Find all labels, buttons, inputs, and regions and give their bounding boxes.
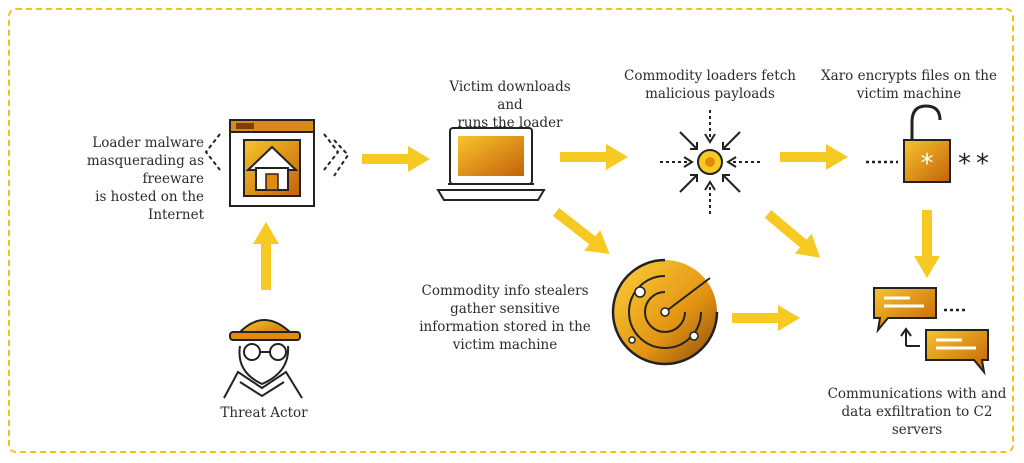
laptop-icon — [436, 127, 546, 201]
label-victim-downloads: Victim downloads and runs the loader — [449, 79, 571, 131]
label-commodity-loaders: Commodity loaders fetch malicious payloa… — [624, 68, 796, 102]
arrow-radar-to-chat — [732, 305, 800, 331]
arrow-website-to-laptop — [362, 146, 430, 172]
arrow-payload-to-lock — [780, 144, 848, 170]
svg-text:*: * — [976, 149, 989, 179]
arrow-threat-to-website — [253, 222, 279, 290]
label-info-stealers: Commodity info stealers gather sensitive… — [419, 283, 591, 353]
arrow-lock-to-chat — [914, 210, 940, 278]
unlocked-padlock-icon: * * * — [866, 104, 989, 183]
dashed-border-frame — [8, 8, 1014, 453]
label-threat-actor: Threat Actor — [220, 405, 308, 421]
website-chevrons — [204, 133, 350, 177]
svg-text:*: * — [958, 149, 971, 179]
arrow-laptop-to-radar — [552, 208, 610, 254]
flow-arrows — [253, 144, 940, 331]
arrow-laptop-to-payload — [560, 144, 628, 170]
hacker-spy-icon — [223, 319, 303, 399]
svg-text:*: * — [921, 149, 934, 179]
label-loader-hosted: Loader malware masquerading as freeware … — [86, 135, 204, 223]
payload-convergence-icon — [660, 110, 760, 214]
radar-icon — [611, 258, 719, 366]
label-c2-comms: Communications with and data exfiltratio… — [827, 386, 1007, 438]
arrow-payload-to-chat — [764, 210, 821, 258]
chat-bubbles-icon — [873, 287, 989, 376]
website-home-icon — [229, 119, 315, 207]
label-xaro-encrypts: Xaro encrypts files on the victim machin… — [821, 68, 997, 102]
